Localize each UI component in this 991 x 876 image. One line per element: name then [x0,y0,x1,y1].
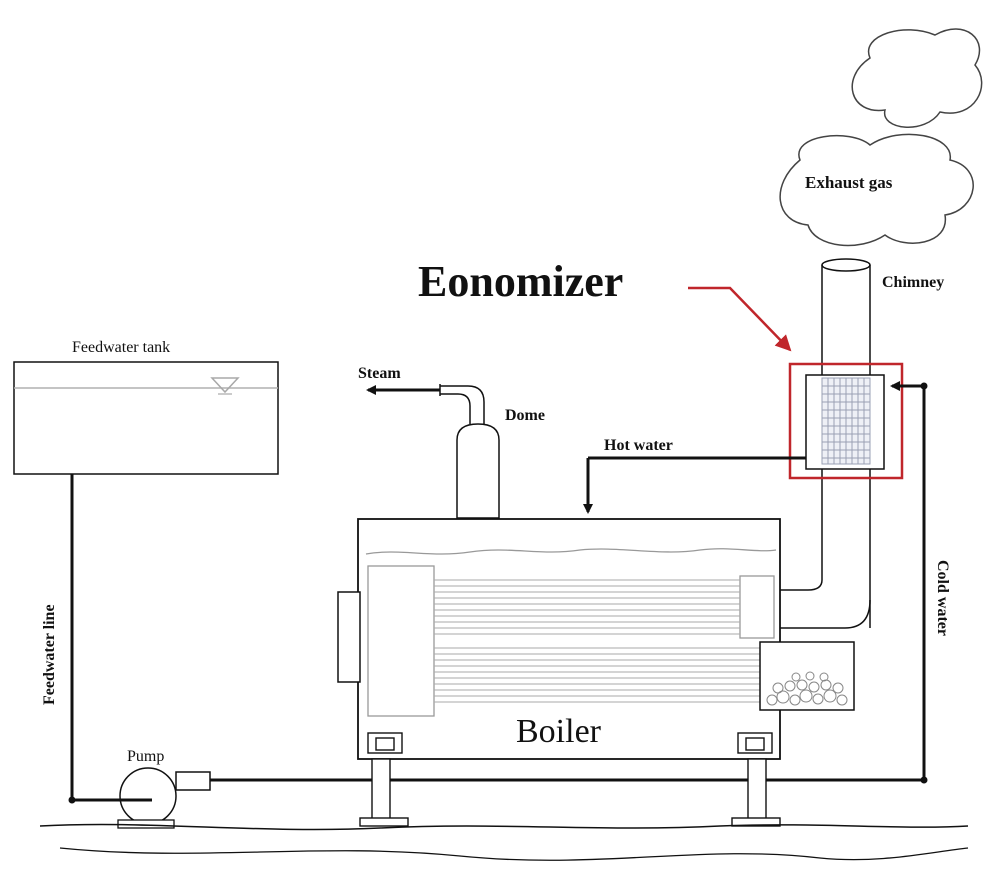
pump [72,767,211,829]
hot-water-line [583,456,806,514]
economizer-title: Eonomizer [418,257,623,306]
hot-water-label: Hot water [604,437,673,454]
dome-label: Dome [505,407,545,424]
ground-line [39,823,969,831]
economizer [788,362,904,480]
economizer-highlight-box [788,362,904,480]
chimney-label: Chimney [882,274,944,291]
coal-pile-icon [766,671,848,706]
exhaust-gas-label: Exhaust gas [805,173,893,192]
economizer-tube-grid [821,377,871,465]
pump-label: Pump [127,748,164,765]
cold-water-label: Cold water [934,560,951,636]
dome [366,384,500,519]
boiler-supports [359,732,781,827]
feedwater-tank [13,361,279,475]
cold-water-line [210,381,928,784]
exhaust-cloud-top [851,28,983,128]
steam-label: Steam [358,365,401,382]
feedwater-line-label: Feedwater line [41,604,58,705]
exhaust-cloud-main [779,133,974,247]
ground-wave [59,847,969,861]
boiler-label: Boiler [516,713,602,750]
feedwater-tank-label: Feedwater tank [72,339,170,356]
water-level-icon [210,377,240,394]
economizer-pointer-arrow [688,286,792,352]
boiler [337,518,855,760]
fire-tubes-upper [434,579,740,635]
fire-tubes-lower [434,647,762,703]
